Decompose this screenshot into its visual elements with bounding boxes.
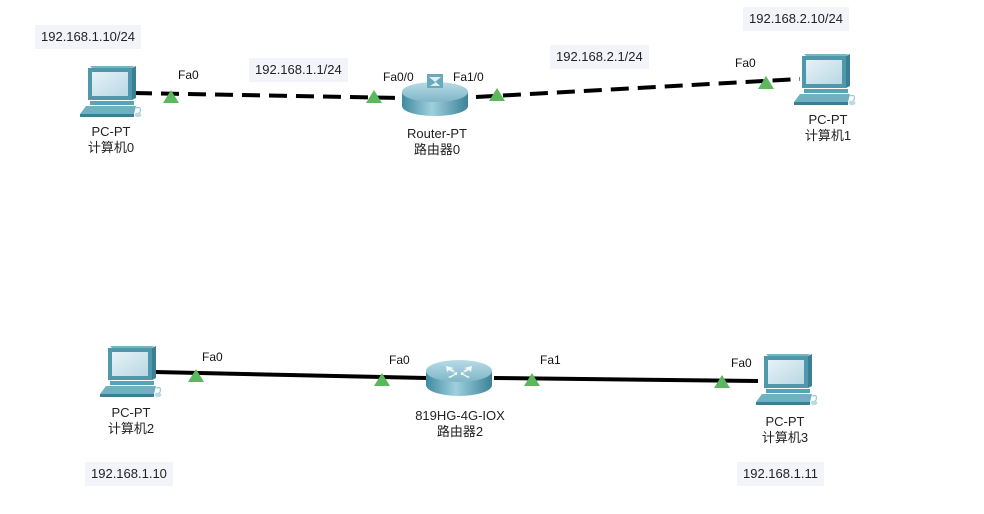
port-status-router2-fa1 (524, 373, 540, 386)
device-name: 路由器0 (413, 142, 461, 157)
device-model: Router-PT (407, 126, 467, 141)
link-router2-pc3[interactable] (493, 376, 759, 383)
port-status-pc1-fa0 (758, 76, 774, 89)
pc-icon[interactable] (99, 345, 162, 398)
device-label-pc3[interactable]: PC-PT 计算机3 (762, 414, 808, 446)
device-model: PC-PT (91, 124, 131, 139)
note-pc1-ip[interactable]: 192.168.2.10/24 (743, 7, 849, 31)
port-status-pc2-fa0 (188, 369, 204, 382)
device-label-router2[interactable]: 819HG-4G-IOX 路由器2 (415, 408, 505, 440)
pc-icon[interactable] (755, 353, 818, 406)
link-router0-pc1[interactable] (475, 77, 801, 99)
device-label-router0[interactable]: Router-PT 路由器0 (407, 126, 467, 158)
port-label-pc1-fa0: Fa0 (734, 56, 757, 70)
port-label-pc0-fa0: Fa0 (177, 68, 200, 82)
port-status-router2-fa0 (374, 373, 390, 386)
note-pc3-ip[interactable]: 192.168.1.11 (737, 462, 824, 486)
device-label-pc1[interactable]: PC-PT 计算机1 (805, 112, 851, 144)
port-status-router0-fa10 (489, 88, 505, 101)
link-pc0-router0[interactable] (133, 91, 401, 100)
port-label-router2-fa1: Fa1 (539, 353, 562, 367)
port-label-router0-fa00: Fa0/0 (382, 70, 415, 84)
router-icon[interactable] (426, 360, 492, 396)
device-model: PC-PT (808, 112, 848, 127)
pc-icon[interactable] (79, 65, 142, 118)
note-pc2-ip[interactable]: 192.168.1.10 (85, 462, 173, 486)
port-status-router0-fa00 (366, 90, 382, 103)
note-router0-fa00-ip[interactable]: 192.168.1.1/24 (249, 58, 348, 82)
port-label-router0-fa10: Fa1/0 (452, 70, 485, 84)
device-name: 计算机2 (107, 421, 155, 436)
pc-icon[interactable] (793, 53, 856, 106)
device-name: 计算机1 (804, 128, 852, 143)
device-model: 819HG-4G-IOX (415, 408, 505, 423)
device-label-pc0[interactable]: PC-PT 计算机0 (88, 124, 134, 156)
note-router0-fa10-ip[interactable]: 192.168.2.1/24 (550, 45, 649, 69)
device-model: PC-PT (111, 405, 151, 420)
device-name: 计算机0 (87, 140, 135, 155)
device-name: 计算机3 (761, 430, 809, 445)
port-label-router2-fa0: Fa0 (388, 353, 411, 367)
port-status-pc0-fa0 (163, 90, 179, 103)
device-model: PC-PT (765, 414, 805, 429)
port-label-pc2-fa0: Fa0 (201, 350, 224, 364)
note-pc0-ip[interactable]: 192.168.1.10/24 (35, 25, 141, 49)
device-name: 路由器2 (436, 424, 484, 439)
port-label-pc3-fa0: Fa0 (730, 356, 753, 370)
port-status-pc3-fa0 (714, 375, 730, 388)
device-label-pc2[interactable]: PC-PT 计算机2 (108, 405, 154, 437)
